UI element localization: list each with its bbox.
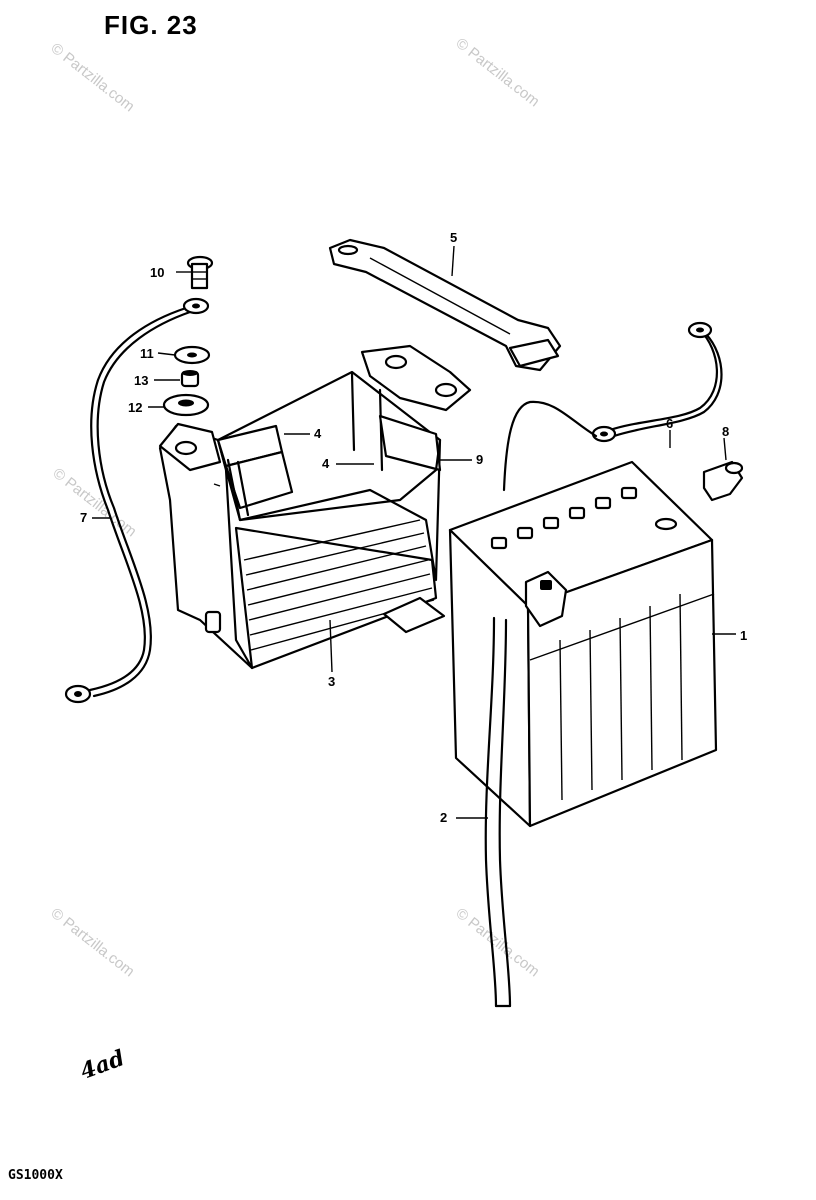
- callout-13: 13: [134, 373, 148, 388]
- cushion: [162, 393, 210, 417]
- watermark: © Partzilla.com: [50, 465, 140, 541]
- callout-7: 7: [80, 510, 87, 525]
- washer: [173, 345, 211, 365]
- callout-5: 5: [450, 230, 457, 245]
- callout-9: 9: [476, 452, 483, 467]
- callout-10: 10: [150, 265, 164, 280]
- breather-hose: [484, 616, 512, 1008]
- watermark: © Partzilla.com: [453, 35, 543, 111]
- callout-2: 2: [440, 810, 447, 825]
- strap: [328, 238, 562, 372]
- callouts: 1 2 3 4 4 5 6 7 8 9 10 11 12 13: [80, 230, 747, 825]
- watermark: © Partzilla.com: [453, 905, 543, 981]
- callout-11: 11: [140, 346, 154, 361]
- battery-wire-left: [64, 297, 210, 704]
- watermark: © Partzilla.com: [48, 905, 138, 981]
- callout-4a: 4: [314, 426, 322, 441]
- callout-4b: 4: [322, 456, 330, 471]
- case-pad: [216, 414, 442, 510]
- figure-title: FIG. 23: [104, 10, 198, 40]
- terminal-cap: [702, 460, 744, 502]
- watermark: © Partzilla.com: [48, 40, 138, 116]
- collar: [180, 370, 200, 388]
- callout-8: 8: [722, 424, 729, 439]
- callout-1: 1: [740, 628, 747, 643]
- callout-6: 6: [666, 416, 673, 431]
- battery: [448, 460, 718, 828]
- bolt: [186, 255, 214, 290]
- band: [226, 438, 442, 522]
- battery-case: [158, 344, 472, 670]
- leader-lines: [92, 245, 736, 819]
- figure-code: GS1000X: [8, 1168, 63, 1183]
- callout-3: 3: [328, 674, 335, 689]
- callout-12: 12: [128, 400, 142, 415]
- battery-wire-right: [502, 321, 723, 492]
